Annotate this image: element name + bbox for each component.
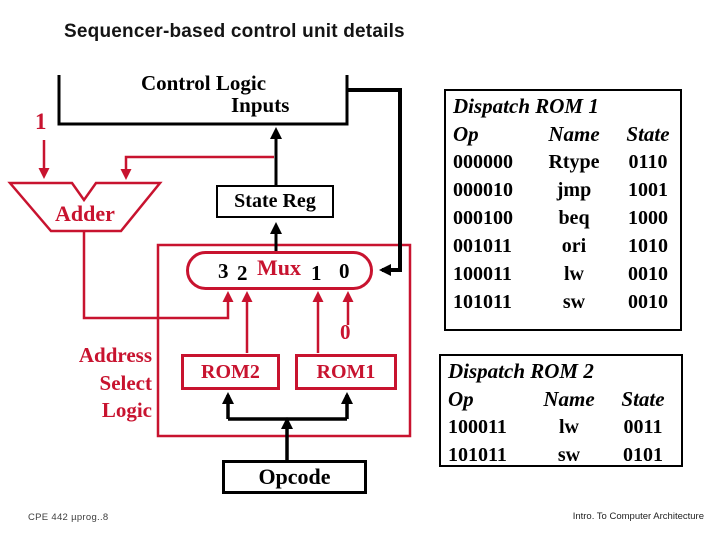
adder-label: Adder [55, 201, 115, 226]
opcode-label: Opcode [258, 464, 331, 489]
cell-name: lw [559, 416, 579, 438]
adder-constant-one-label: 1 [35, 109, 47, 134]
col-op-header: Op [448, 387, 474, 411]
cell-state: 1010 [628, 235, 668, 257]
table-row: 000100 beq 1000 [453, 204, 680, 232]
cell-state: 1000 [628, 207, 668, 229]
mux-port-3-label: 3 [218, 259, 229, 283]
table-row: 100011 lw 0010 [453, 260, 680, 288]
mux-port-1-label: 1 [311, 261, 322, 285]
cell-name: beq [558, 207, 590, 229]
col-state-header: State [626, 122, 670, 146]
mux-port-2-label: 2 [237, 261, 248, 285]
rom2-label: ROM2 [201, 360, 260, 383]
rom1-box: ROM1 [295, 354, 397, 390]
mux-box [186, 251, 373, 290]
cell-state: 0010 [628, 291, 668, 313]
cell-state: 0101 [623, 444, 663, 466]
cell-name: lw [564, 263, 584, 285]
col-state-header: State [621, 387, 665, 411]
adder-shape [7, 181, 163, 233]
wire-controllogic-to-mux [348, 88, 402, 276]
table-row: 101011 sw 0101 [448, 441, 681, 469]
dispatch-rom1-header: Op Name State [453, 120, 680, 148]
cell-state: 1001 [628, 179, 668, 201]
asl-line-1: Address [78, 343, 152, 367]
col-name-header: Name [548, 122, 600, 146]
cell-op: 100011 [448, 416, 507, 438]
address-select-logic-box [156, 243, 412, 438]
cell-name: Rtype [548, 151, 600, 173]
control-logic-inputs-label: Inputs [231, 93, 290, 117]
table-row: 000010 jmp 1001 [453, 176, 680, 204]
dispatch-rom2-title: Dispatch ROM 2 [448, 359, 594, 383]
cell-state: 0110 [628, 151, 668, 173]
dispatch-rom2-table: Dispatch ROM 2 Op Name State 100011 lw 0… [439, 354, 683, 467]
cell-name: jmp [556, 179, 592, 201]
mux-label: Mux [257, 255, 301, 280]
table-row: 000000 Rtype 0110 [453, 148, 680, 176]
mux-constant-zero-label: 0 [340, 320, 351, 344]
dispatch-rom2-header: Op Name State [448, 385, 681, 413]
col-op-header: Op [453, 122, 479, 146]
cell-op: 000000 [453, 151, 513, 173]
address-select-logic-label: Address Select Logic [38, 342, 152, 425]
cell-op: 101011 [448, 444, 507, 466]
cell-op: 000100 [453, 207, 513, 229]
cell-op: 101011 [453, 291, 512, 313]
cell-name: sw [557, 444, 581, 466]
col-name-header: Name [543, 387, 595, 411]
rom2-box: ROM2 [181, 354, 280, 390]
opcode-box: Opcode [222, 460, 367, 494]
wire-adder-to-mux3 [82, 231, 234, 320]
cell-state: 0011 [623, 416, 663, 438]
table-row: 100011 lw 0011 [448, 413, 681, 441]
mux-port-0-label: 0 [339, 259, 350, 283]
footer-course-title: Intro. To Computer Architecture [572, 511, 704, 522]
footer-course-label: CPE 442 µprog..8 [28, 512, 109, 523]
control-logic-label: Control Logic [140, 71, 267, 95]
asl-line-2: Select [99, 370, 152, 395]
asl-line-3: Logic [101, 398, 152, 422]
dispatch-rom1-title: Dispatch ROM 1 [453, 94, 599, 118]
cell-op: 000010 [453, 179, 513, 201]
wire-statereg-to-adder [120, 155, 274, 180]
cell-name: ori [561, 235, 587, 257]
cell-name: sw [562, 291, 586, 313]
rom1-label: ROM1 [316, 360, 376, 383]
cell-op: 001011 [453, 235, 512, 257]
table-row: 001011 ori 1010 [453, 232, 680, 260]
state-reg-box: State Reg [216, 185, 334, 218]
control-logic-box [57, 75, 349, 126]
dispatch-rom1-table: Dispatch ROM 1 Op Name State 000000 Rtyp… [444, 89, 682, 331]
table-row: 101011 sw 0010 [453, 288, 680, 316]
page-title: Sequencer-based control unit details [64, 21, 405, 42]
state-reg-label: State Reg [234, 190, 316, 212]
cell-state: 0010 [628, 263, 668, 285]
cell-op: 100011 [453, 263, 512, 285]
